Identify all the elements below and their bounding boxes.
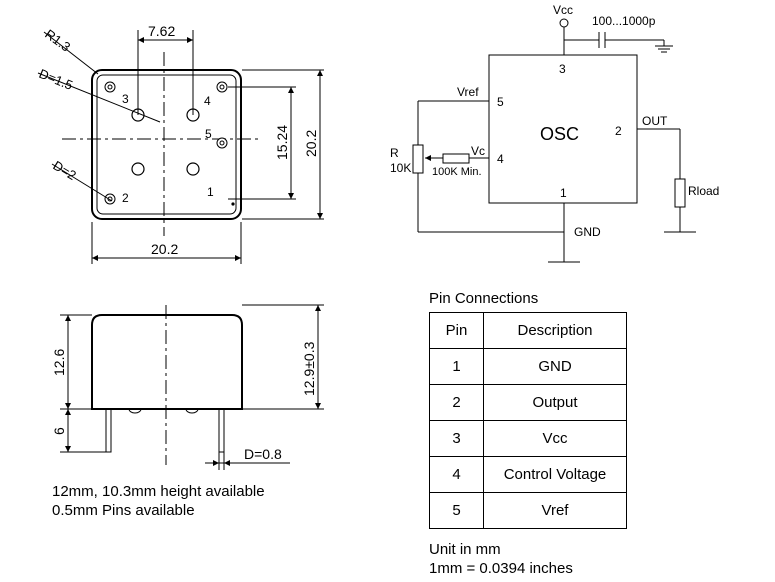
pad-diameter-label: D=2 bbox=[50, 158, 78, 183]
pin-cell: 2 bbox=[429, 384, 484, 421]
potentiometer bbox=[412, 144, 424, 174]
table-row: 5 Vref bbox=[429, 492, 627, 529]
dim-body-height: 12.6 bbox=[51, 349, 67, 376]
pin-connections-title: Pin Connections bbox=[429, 290, 539, 307]
dim-pin-spacing: 7.62 bbox=[148, 23, 175, 39]
description-cell: Vcc bbox=[483, 420, 627, 457]
pin-3-hole bbox=[107, 84, 113, 90]
osc-pin-number: 3 bbox=[559, 62, 566, 76]
dim-width: 20.2 bbox=[151, 241, 178, 257]
description-cell: GND bbox=[483, 348, 627, 385]
vcc-terminal bbox=[559, 18, 569, 28]
dim-height: 20.2 bbox=[303, 130, 319, 157]
osc-pin-number: 2 bbox=[615, 124, 622, 138]
series-resistor-value: 100K Min. bbox=[432, 166, 482, 178]
pin-label: 5 bbox=[205, 127, 212, 141]
out-label: OUT bbox=[642, 114, 668, 128]
standoff bbox=[128, 408, 142, 414]
vc-label: Vc bbox=[471, 144, 485, 158]
wiper-arrow bbox=[425, 155, 431, 161]
pin-5-hole bbox=[219, 140, 225, 146]
pin-diameter-label: D=1.5 bbox=[37, 66, 75, 93]
units-conversion: 1mm = 0.0394 inches bbox=[429, 560, 573, 577]
pin-1-marker bbox=[231, 202, 235, 206]
lead-pin bbox=[218, 408, 225, 453]
column-header: Pin bbox=[429, 312, 484, 349]
package-outline-inner bbox=[96, 74, 237, 215]
leader-line bbox=[51, 163, 113, 202]
dim-pin-length: 6 bbox=[51, 427, 67, 435]
osc-pin-number: 1 bbox=[560, 186, 567, 200]
description-cell: Vref bbox=[483, 492, 627, 529]
package-outline-outer bbox=[91, 69, 242, 220]
schematic: OSC 3 5 4 2 1 Vcc 100...1000p Vref R 10K… bbox=[390, 3, 719, 263]
leader-line bbox=[37, 72, 161, 123]
note-height: 12mm, 10.3mm height available bbox=[52, 483, 265, 500]
table-row: 2 Output bbox=[429, 384, 627, 421]
pin-label: 3 bbox=[122, 92, 129, 106]
table-row: 3 Vcc bbox=[429, 420, 627, 457]
pot-name: R bbox=[390, 146, 399, 160]
pin-4-hole bbox=[219, 84, 225, 90]
side-view: 12.6 6 12.9±0.3 D=0.8 bbox=[51, 304, 324, 470]
dim-total-height: 12.9±0.3 bbox=[301, 341, 317, 396]
pin-label: 2 bbox=[122, 191, 129, 205]
units-note: Unit in mm 1mm = 0.0394 inches bbox=[429, 540, 573, 578]
note-pins: 0.5mm Pins available bbox=[52, 502, 195, 519]
table-row: 1 GND bbox=[429, 348, 627, 385]
vref-label: Vref bbox=[457, 85, 479, 99]
pin-hole bbox=[131, 162, 145, 176]
pin-label: 4 bbox=[204, 94, 211, 108]
leader-line bbox=[43, 31, 99, 75]
capacitor-value: 100...1000p bbox=[592, 14, 656, 28]
pin-cell: 1 bbox=[429, 348, 484, 385]
osc-pin-number: 4 bbox=[497, 152, 504, 166]
description-cell: Control Voltage bbox=[483, 456, 627, 493]
osc-label: OSC bbox=[540, 124, 579, 144]
package-body-side bbox=[91, 314, 243, 410]
table-row: 4 Control Voltage bbox=[429, 456, 627, 493]
pot-value: 10K bbox=[390, 161, 411, 175]
lead-pin bbox=[105, 408, 112, 453]
dim-pin-offset: 15.24 bbox=[274, 125, 290, 160]
dim-arrows bbox=[213, 460, 230, 466]
table-header-row: Pin Description bbox=[429, 312, 627, 349]
rload-label: Rload bbox=[688, 184, 719, 198]
units-line: Unit in mm bbox=[429, 541, 501, 558]
series-resistor bbox=[442, 153, 470, 164]
pin-connections-table: Pin Description 1 GND 2 Output 3 Vcc 4 C… bbox=[429, 312, 627, 529]
top-view: 3 4 5 1 2 7.62 R1.3 D=1.5 D=2 15.24 20.2 bbox=[37, 23, 324, 264]
dim-pin-diameter: D=0.8 bbox=[244, 446, 282, 462]
description-cell: Output bbox=[483, 384, 627, 421]
osc-pin-number: 5 bbox=[497, 95, 504, 109]
pin-label: 1 bbox=[207, 185, 214, 199]
standoff bbox=[185, 408, 199, 414]
vcc-label: Vcc bbox=[553, 3, 573, 17]
column-header: Description bbox=[483, 312, 627, 349]
load-resistor bbox=[674, 178, 686, 208]
corner-radius-label: R1.3 bbox=[42, 26, 73, 54]
dim-arrows bbox=[138, 37, 193, 43]
pin-cell: 3 bbox=[429, 420, 484, 457]
pin-cell: 5 bbox=[429, 492, 484, 529]
pin-cell: 4 bbox=[429, 456, 484, 493]
gnd-label: GND bbox=[574, 225, 601, 239]
pin-hole bbox=[186, 162, 200, 176]
